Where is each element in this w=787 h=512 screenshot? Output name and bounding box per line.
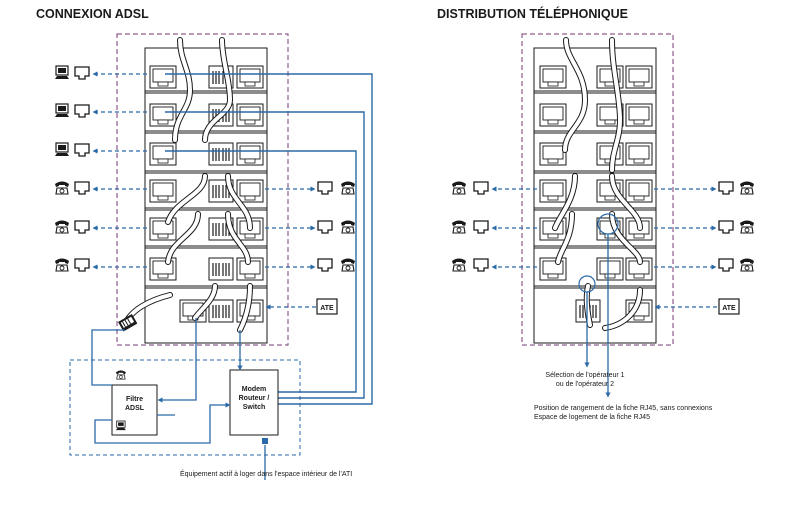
right-panel: ATE [451, 33, 755, 398]
filtre-label-2: ADSL [125, 405, 145, 412]
modem-label-2: Routeur / [239, 395, 270, 402]
modem-icon [262, 438, 268, 444]
rj45-plug-icon [118, 314, 138, 332]
computer-icon [115, 420, 127, 431]
caption-selection-line-1: Sélection de l'opérateur 1 [545, 372, 625, 379]
title-connexion-adsl: CONNEXION ADSL [36, 7, 149, 21]
ate-box-right [718, 298, 740, 315]
ate-box-left [316, 298, 338, 315]
caption-position-rangement: Position de rangement de la fiche RJ45, … [534, 404, 712, 422]
filtre-label-1: Filtre [126, 396, 143, 403]
ate-label-left: ATE [320, 305, 334, 312]
active-equipment-enclosure [69, 359, 301, 456]
modem-box [229, 369, 279, 436]
ate-label-right: ATE [722, 305, 736, 312]
modem-label-1: Modem [242, 386, 267, 393]
modem-label-3: Switch [243, 404, 266, 411]
title-distribution-telephonique: DISTRIBUTION TÉLÉPHONIQUE [437, 7, 628, 21]
caption-equipement-actif: Équipement actif à loger dans l'espace i… [180, 471, 353, 478]
caption-position-line-1: Position de rangement de la fiche RJ45, … [534, 405, 713, 412]
caption-position-line-2: Espace de logement de la fiche RJ45 [534, 414, 650, 421]
caption-selection-operateur: Sélection de l'opérateur 1 ou de l'opéra… [530, 371, 640, 389]
left-panel: ATE Filtre ADSL Modem Routeur / Switch [54, 33, 373, 480]
phone-icon [115, 369, 127, 380]
computer-icon [54, 65, 70, 157]
caption-selection-line-2: ou de l'opérateur 2 [555, 381, 615, 388]
